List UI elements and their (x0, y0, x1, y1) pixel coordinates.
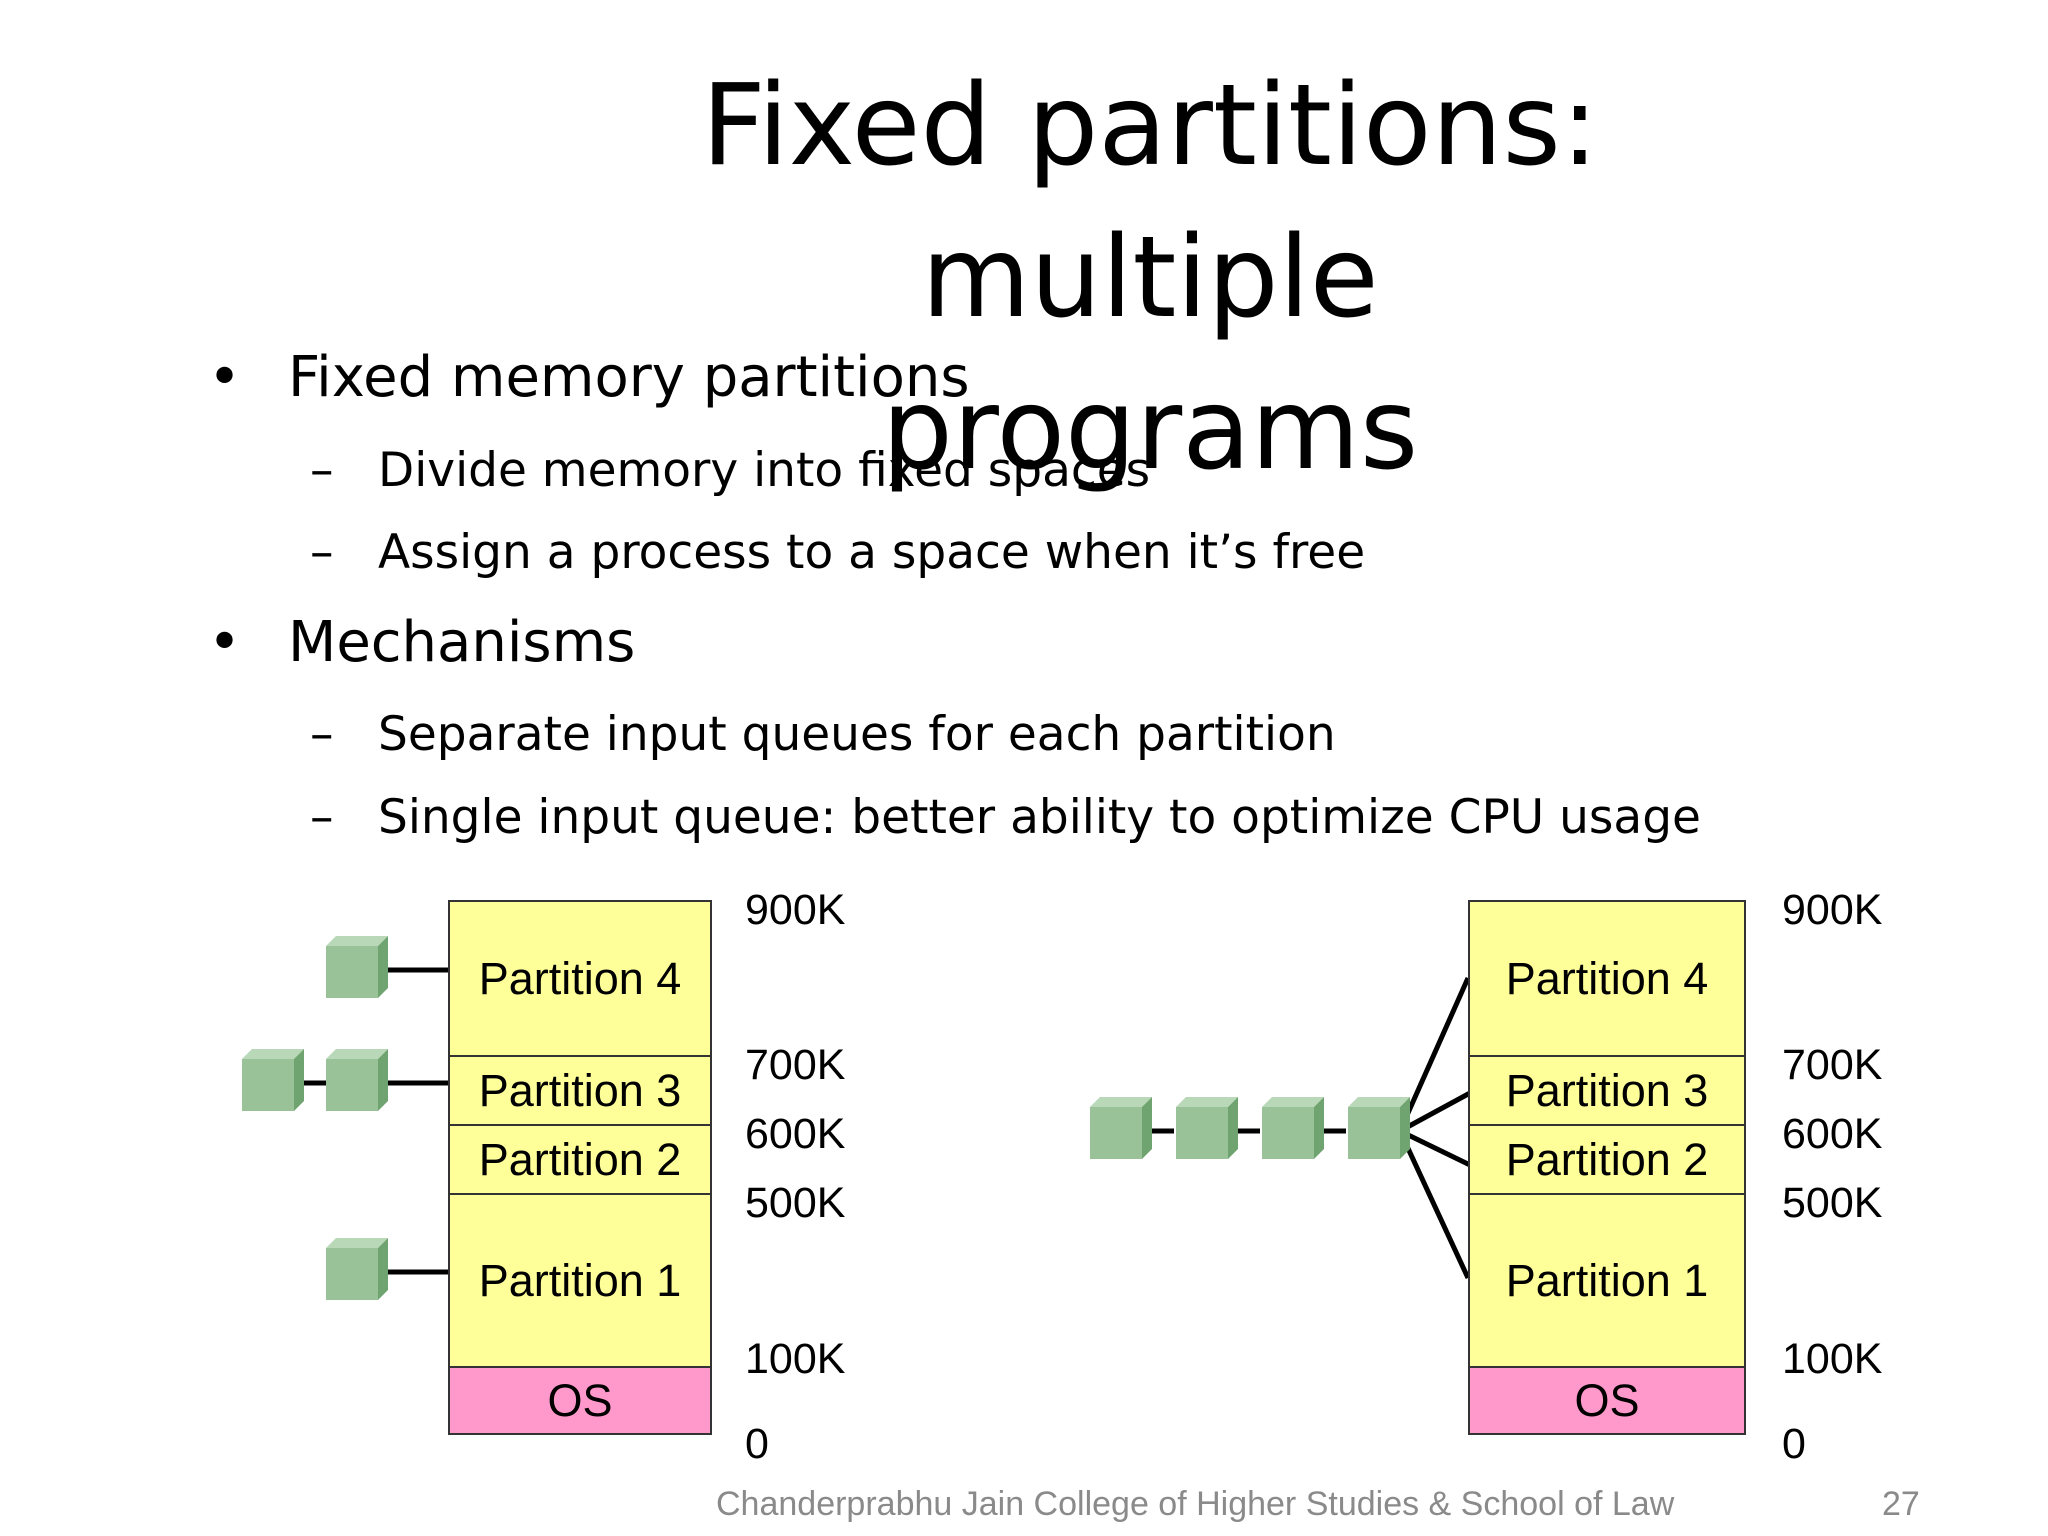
partition-4: Partition 4 (1470, 902, 1744, 1057)
sub-bullet-mark: – (310, 790, 334, 845)
partition-1: Partition 1 (1470, 1195, 1744, 1368)
bullet-text: Mechanisms (288, 610, 636, 675)
address-label: 0 (745, 1420, 769, 1468)
partition-2: Partition 2 (1470, 1126, 1744, 1195)
sub-bullet-text: Assign a process to a space when it’s fr… (378, 525, 1366, 580)
job-box (326, 1049, 388, 1111)
slide-title: Fixed partitions: multiple programs (480, 50, 1820, 506)
bullet-text: Fixed memory partitions (288, 345, 970, 410)
job-box (326, 1238, 388, 1300)
sub-bullet-mark: – (310, 525, 334, 580)
address-label: 0 (1782, 1420, 1806, 1468)
memory-map-separate-queues: Partition 4 Partition 3 Partition 2 Part… (448, 900, 712, 1435)
bullet-mark: • (208, 610, 242, 675)
footer-institution: Chanderprabhu Jain College of Higher Stu… (716, 1485, 1675, 1523)
os-partition: OS (450, 1368, 710, 1433)
page-number: 27 (1882, 1485, 1920, 1523)
partition-2: Partition 2 (450, 1126, 710, 1195)
memory-map-single-queue: Partition 4 Partition 3 Partition 2 Part… (1468, 900, 1746, 1435)
partition-3: Partition 3 (1470, 1057, 1744, 1126)
sub-bullet-text: Separate input queues for each partition (378, 707, 1336, 762)
address-label: 700K (1782, 1041, 1883, 1089)
sub-bullet-mark: – (310, 707, 334, 762)
address-label: 100K (745, 1335, 846, 1383)
title-line-2: programs (881, 365, 1419, 495)
partition-3: Partition 3 (450, 1057, 710, 1126)
address-label: 700K (745, 1041, 846, 1089)
address-label: 900K (745, 886, 846, 934)
sub-bullet-mark: – (310, 443, 334, 498)
os-partition: OS (1470, 1368, 1744, 1433)
job-box (1262, 1097, 1324, 1159)
address-label: 500K (745, 1179, 846, 1227)
partition-1: Partition 1 (450, 1195, 710, 1368)
address-label: 900K (1782, 886, 1883, 934)
job-box (1176, 1097, 1238, 1159)
bullet-mark: • (208, 345, 242, 410)
title-line-1: Fixed partitions: multiple (701, 61, 1599, 343)
partition-4: Partition 4 (450, 902, 710, 1057)
address-label: 100K (1782, 1335, 1883, 1383)
job-box (242, 1049, 304, 1111)
address-label: 600K (1782, 1110, 1883, 1158)
address-label: 600K (745, 1110, 846, 1158)
job-box (1348, 1097, 1410, 1159)
sub-bullet-text: Divide memory into fixed spaces (378, 443, 1151, 498)
sub-bullet-text: Single input queue: better ability to op… (378, 790, 1701, 845)
address-label: 500K (1782, 1179, 1883, 1227)
separate-queue-lines (302, 967, 448, 1275)
job-box (1090, 1097, 1152, 1159)
job-box (326, 936, 388, 998)
